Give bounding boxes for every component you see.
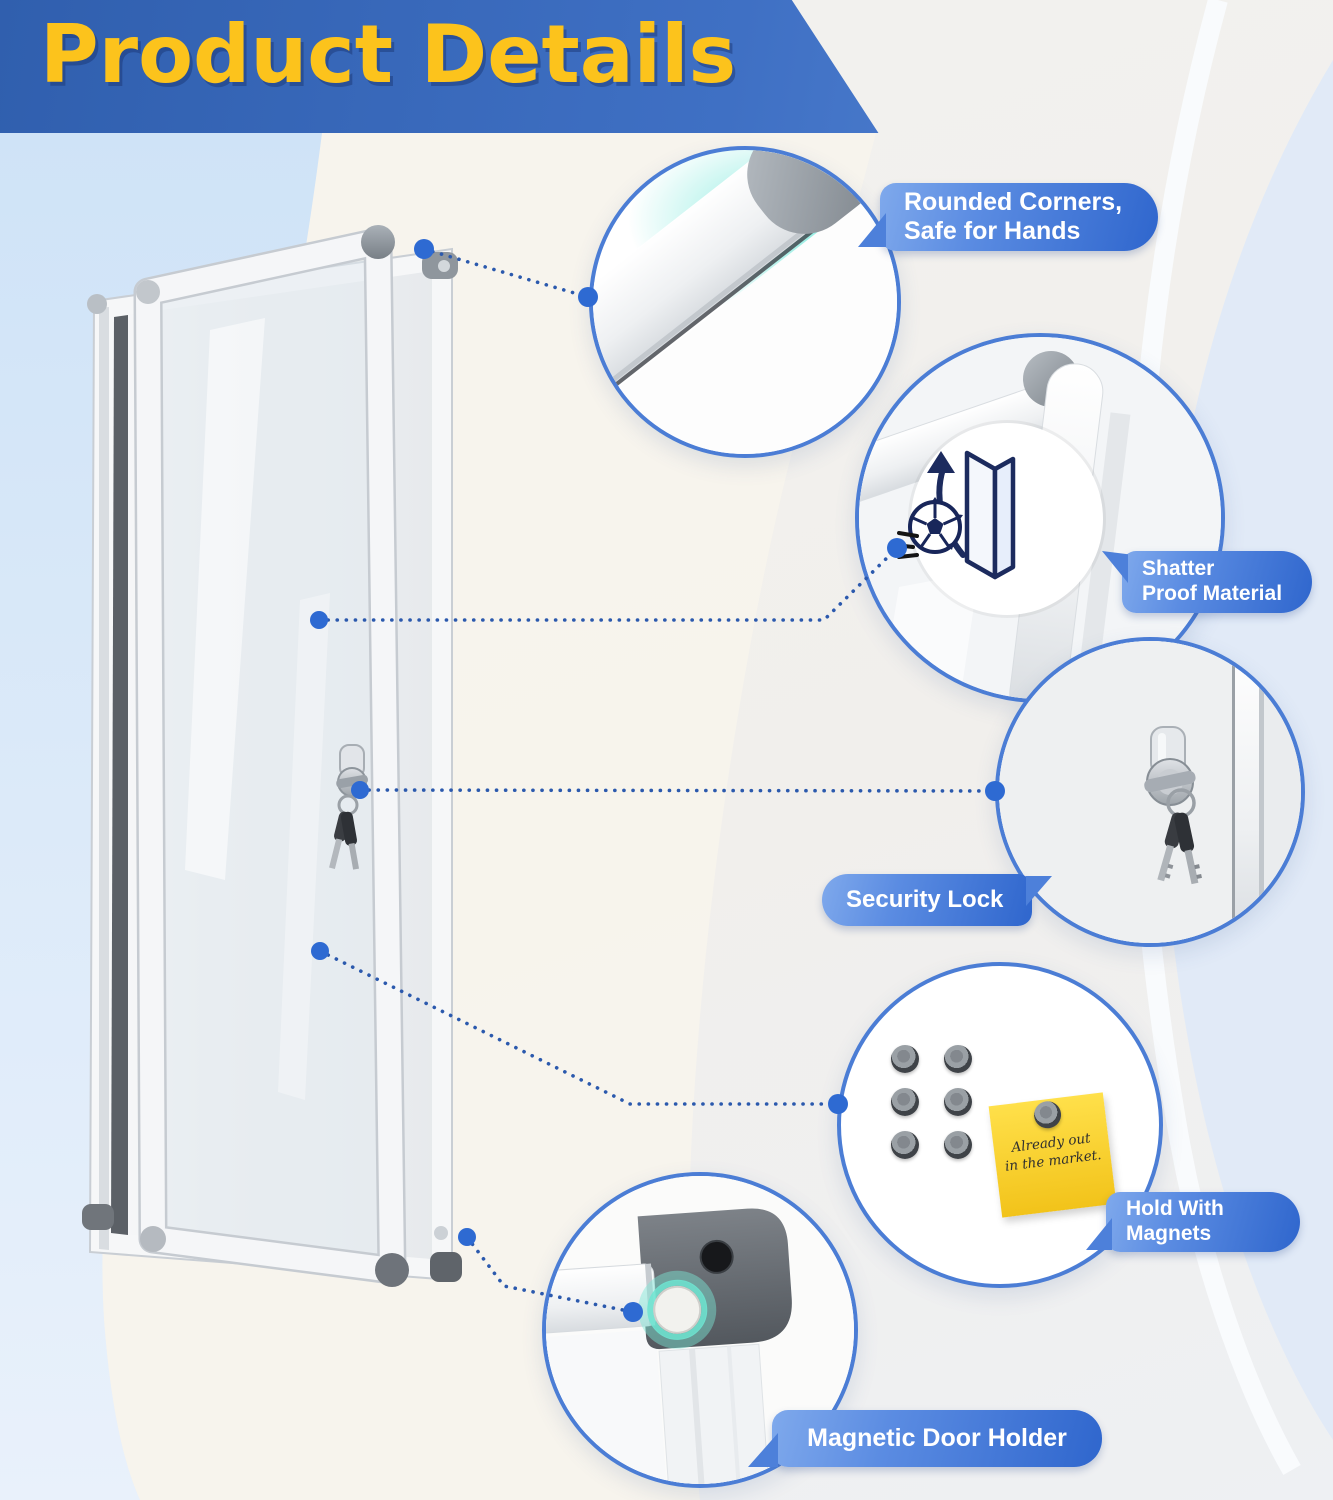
lock-with-keys-icon	[1144, 726, 1202, 885]
feature-label-rounded-corners: Rounded Corners, Safe for Hands	[858, 183, 1158, 251]
magnetic-catch	[434, 1226, 448, 1240]
feature-label-text: Shatter Proof Material	[1142, 557, 1283, 605]
cabinet-corner-cap	[87, 294, 107, 314]
feature-label-magnetic-door-holder: Magnetic Door Holder	[748, 1410, 1102, 1467]
shatter-proof-closeup	[859, 337, 1221, 699]
hinge-pin	[438, 260, 450, 272]
door-corner-cap	[140, 1226, 166, 1252]
rounded-corner-frame-icon	[593, 150, 897, 454]
cabinet-corner-cap	[82, 1204, 114, 1230]
feature-label-text: Rounded Corners, Safe for Hands	[904, 187, 1123, 246]
magnet	[891, 1088, 919, 1116]
feature-circle-shatter-proof	[855, 333, 1225, 703]
magnet	[944, 1045, 972, 1073]
cabinet-corner-cap	[430, 1252, 462, 1282]
magnet	[944, 1088, 972, 1116]
feature-label-text: Security Lock	[846, 885, 1004, 913]
magnet	[944, 1131, 972, 1159]
door-corner-cap	[361, 225, 395, 259]
header-banner	[0, 0, 879, 133]
security-lock-closeup	[999, 641, 1301, 943]
door-corner-cap	[136, 280, 160, 304]
open-glass-door	[133, 225, 409, 1287]
feature-circle-security-lock	[995, 637, 1305, 947]
soccer-ball-bounce-icon	[893, 420, 1106, 618]
feature-label-shatter-proof: Shatter Proof Material	[1102, 551, 1312, 613]
magnet	[891, 1045, 919, 1073]
feature-label-hold-with-magnets: Hold With Magnets	[1086, 1192, 1300, 1252]
door-corner-cap	[375, 1253, 409, 1287]
feature-label-text: Magnetic Door Holder	[807, 1423, 1067, 1452]
feature-circle-rounded-corners	[589, 146, 901, 458]
feature-label-text: Hold With Magnets	[1126, 1197, 1224, 1245]
bulletin-board-product	[82, 225, 462, 1287]
feature-label-security-lock: Security Lock	[822, 874, 1052, 926]
magnet	[891, 1131, 919, 1159]
page-title: Product Details	[40, 8, 737, 101]
magnet	[1032, 1099, 1063, 1130]
glass-sheen	[278, 593, 330, 1100]
glass-sheen	[185, 318, 265, 880]
